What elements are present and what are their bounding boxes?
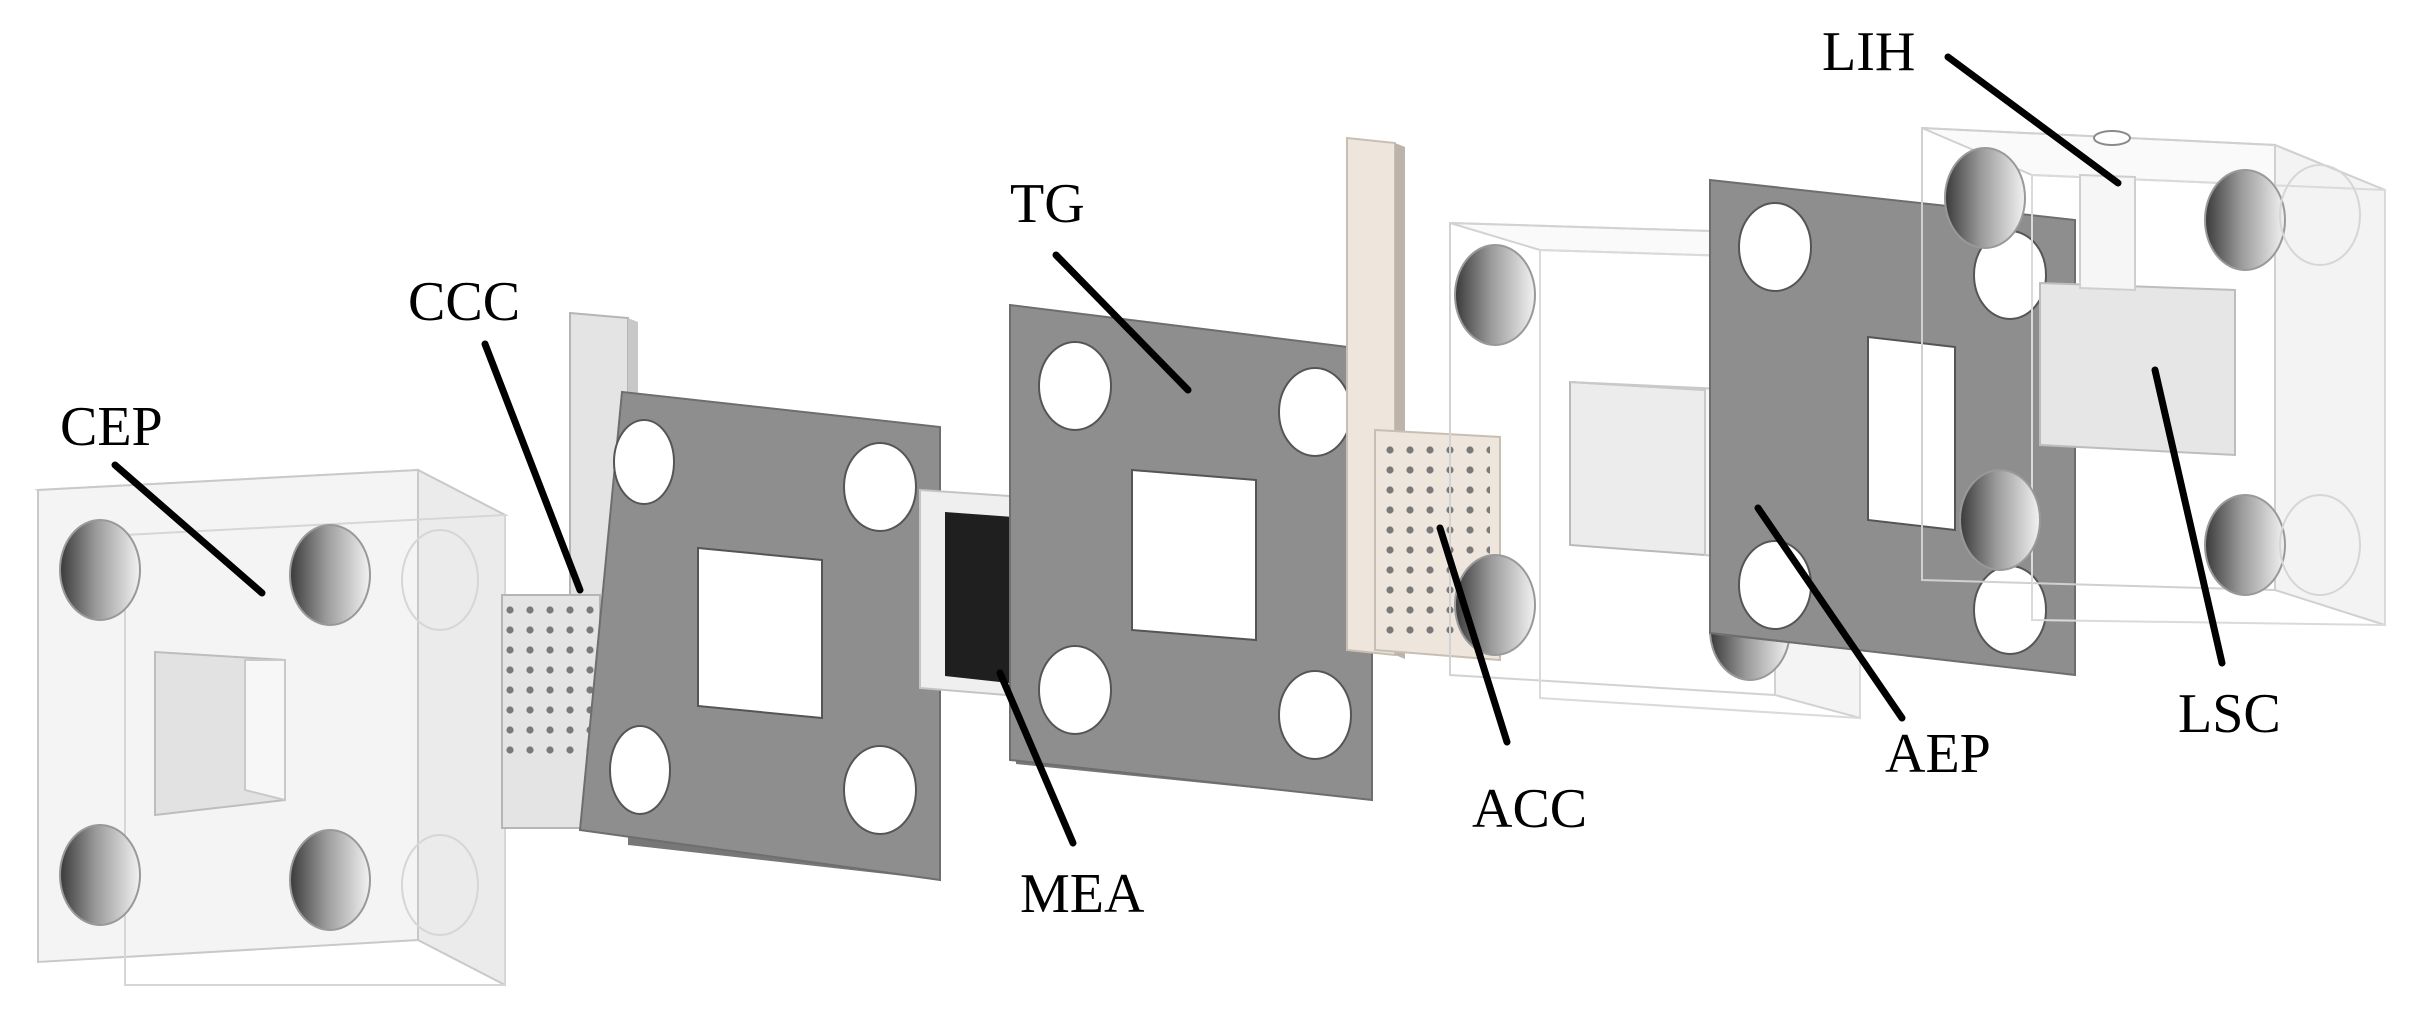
leader-lsc	[2151, 366, 2226, 667]
label-acc: ACC	[1472, 778, 1587, 840]
leader-cep	[111, 461, 266, 597]
label-tg: TG	[1010, 173, 1085, 235]
leader-ccc	[481, 340, 584, 594]
liquid-inlet-housing-block	[1921, 126, 2386, 627]
cathode-gasket	[578, 390, 941, 882]
label-mea: MEA	[1020, 863, 1145, 925]
cathode-end-plate	[34, 468, 509, 987]
label-lsc: LSC	[2178, 683, 2281, 745]
label-lih: LIH	[1822, 21, 1915, 83]
label-aep: AEP	[1885, 723, 1991, 785]
leader-lih	[1944, 53, 2122, 187]
anode-gasket	[1709, 178, 2076, 677]
leader-lines	[111, 53, 2226, 847]
label-cep: CEP	[60, 396, 163, 458]
leader-tg	[1052, 251, 1192, 394]
leader-mea	[996, 669, 1077, 847]
leader-aep	[1754, 504, 1906, 722]
leader-acc	[1436, 524, 1511, 746]
component-labels: CEP CCC TG MEA ACC AEP LIH LSC	[60, 21, 2281, 925]
label-ccc: CCC	[408, 271, 520, 333]
teflon-gasket	[1009, 303, 1373, 802]
